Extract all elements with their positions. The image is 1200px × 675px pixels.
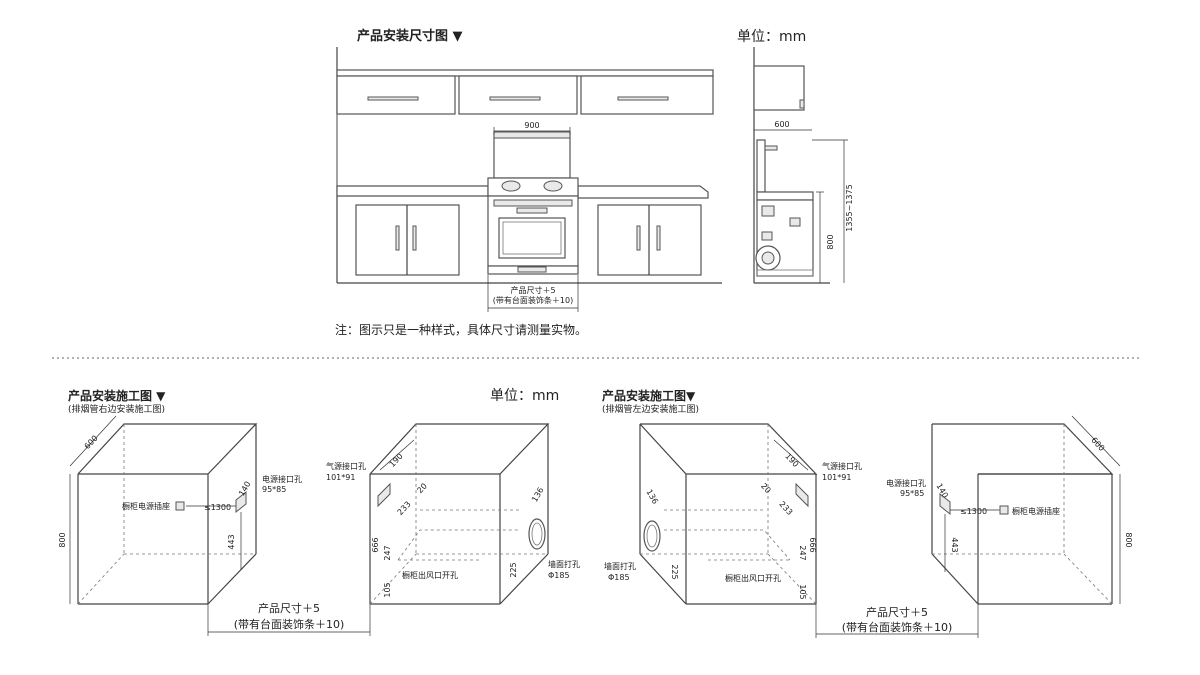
left-cab-socket-icon — [175, 501, 185, 511]
side-view: 单位：mm 600 800 1355~1375 — [737, 29, 854, 284]
left-d233: 233 — [396, 500, 413, 517]
left-power-hole — [235, 490, 247, 514]
right-d233: 233 — [777, 500, 794, 517]
right-power-size: 95*85 — [900, 489, 924, 498]
left-power-size: 95*85 — [262, 485, 286, 494]
right-d105: 105 — [798, 584, 807, 599]
integrated-stove — [487, 131, 579, 275]
upper-cabinet-2 — [458, 75, 578, 115]
right-gas-port: 气源接口孔 — [822, 461, 862, 471]
left-d225: 225 — [509, 562, 518, 577]
top-with-trim: (带有台面装饰条＋10) — [493, 295, 573, 305]
right-wall-hole-label: 墙面打孔 — [604, 561, 636, 571]
right-d136: 136 — [644, 488, 659, 506]
left-phi185: Φ185 — [548, 571, 570, 580]
right-cab-socket-icon — [999, 505, 1009, 515]
right-d247: 247 — [798, 545, 807, 560]
side-upper-cabinet — [753, 65, 805, 111]
left-d136: 136 — [530, 486, 545, 504]
right-subtitle: (排烟管左边安装施工图) — [602, 403, 699, 415]
left-d20: 20 — [415, 482, 429, 496]
left-d666: 666 — [371, 537, 380, 552]
left-le1300: ≤1300 — [204, 503, 231, 512]
left-unit: 单位：mm — [490, 388, 559, 404]
side-dim-600: 600 — [774, 120, 789, 129]
left-title: 产品安装施工图 ▼ — [68, 388, 166, 403]
left-d443: 443 — [227, 534, 236, 549]
left-subtitle: (排烟管右边安装施工图) — [68, 403, 165, 415]
right-d600: 600 — [1089, 436, 1106, 453]
right-construction-drawing: 产品安装施工图▼ (排烟管左边安装施工图) 136 墙面打孔 Φ185 225 … — [602, 388, 1133, 638]
right-h800: 800 — [1124, 532, 1133, 547]
left-d247: 247 — [383, 545, 392, 560]
left-cab-vent: 橱柜出风口开孔 — [402, 570, 458, 580]
right-d225: 225 — [670, 564, 679, 579]
left-power-port: 电源接口孔 — [262, 474, 302, 484]
right-d140: 140 — [934, 482, 949, 500]
left-gas-port: 气源接口孔 — [326, 461, 366, 471]
left-d105: 105 — [383, 582, 392, 597]
upper-cabinet-1 — [336, 75, 456, 115]
right-power-hole — [939, 492, 951, 516]
left-wall-hole — [528, 518, 546, 550]
right-title: 产品安装施工图▼ — [602, 388, 696, 403]
left-wall-hole-label: 墙面打孔 — [548, 559, 580, 569]
right-gas-hole — [795, 482, 809, 508]
side-dim-800: 800 — [826, 234, 835, 249]
top-title: 产品安装尺寸图 ▼ — [357, 28, 463, 44]
side-dim-range: 1355~1375 — [845, 184, 854, 231]
right-d20: 20 — [759, 482, 773, 496]
right-with-trim: (带有台面装饰条＋10) — [842, 620, 953, 634]
left-d140: 140 — [237, 480, 252, 498]
right-d666: 666 — [808, 537, 817, 552]
right-phi185: Φ185 — [608, 573, 630, 582]
dim-900: 900 — [524, 121, 539, 130]
right-power-port: 电源接口孔 — [886, 478, 926, 488]
right-cab-socket: 橱柜电源插座 — [1012, 506, 1060, 516]
right-d443: 443 — [950, 537, 959, 552]
upper-cabinet-3 — [580, 75, 714, 115]
left-product-size: 产品尺寸＋5 — [258, 601, 320, 615]
left-cab-socket: 橱柜电源插座 — [122, 501, 170, 511]
left-d190: 190 — [388, 452, 405, 469]
left-gas-size: 101*91 — [326, 473, 355, 482]
left-gas-hole — [377, 482, 391, 508]
left-construction-drawing: 产品安装施工图 ▼ (排烟管右边安装施工图) 单位：mm 橱柜电源插座 ≤130… — [58, 388, 580, 636]
top-product-size: 产品尺寸＋5 — [510, 285, 555, 295]
top-unit: 单位：mm — [737, 29, 806, 45]
right-gas-size: 101*91 — [822, 473, 851, 482]
right-cab-vent: 橱柜出风口开孔 — [725, 573, 781, 583]
front-kitchen-view: 产品安装尺寸图 ▼ — [335, 28, 722, 337]
right-le1300: ≤1300 — [960, 507, 987, 516]
left-h800: 800 — [58, 532, 67, 547]
right-product-size: 产品尺寸＋5 — [866, 605, 928, 619]
left-with-trim: (带有台面装饰条＋10) — [234, 617, 345, 631]
right-wall-hole — [643, 520, 661, 552]
top-note: 注：图示只是一种样式，具体尺寸请测量实物。 — [335, 322, 587, 337]
